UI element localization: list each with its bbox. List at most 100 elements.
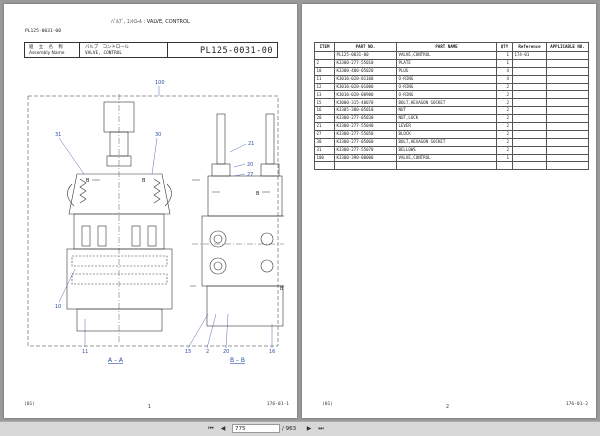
table-cell-item: 16	[314, 106, 335, 116]
total-pages: / 963	[282, 426, 297, 432]
callout-30: 30	[155, 132, 161, 138]
table-cell-item: 100	[314, 153, 335, 163]
table-cell-item: 30	[314, 137, 335, 147]
page-number-input[interactable]: 775	[232, 424, 280, 433]
table-cell-app	[546, 153, 589, 163]
table-cell-item: 11	[314, 74, 335, 84]
table-cell-qty: 2	[496, 114, 513, 124]
table-cell-part-no: K3305-300-05010	[334, 106, 397, 116]
table-cell-name: BOLT,HEXAGON SOCKET	[396, 98, 497, 108]
table-cell-part-no: K3010-020-01100	[334, 74, 397, 84]
table-cell-app	[546, 137, 589, 147]
table-cell-item: 21	[314, 122, 335, 131]
table-cell-item: 31	[314, 145, 335, 155]
part-number-heading: PL125-0031-00	[25, 29, 61, 34]
page-title: ﾊﾞﾙﾌﾞ, ｺﾝﾄﾛｰﾙ : VALVE, CONTROL	[111, 19, 190, 25]
table-cell-item: 20	[314, 114, 335, 124]
table-cell-ref: 174-01	[512, 51, 547, 60]
table-cell-qty: 2	[496, 90, 513, 100]
table-cell-app	[546, 74, 589, 84]
table-cell-name: O-RING	[396, 74, 497, 84]
table-cell-ref	[512, 98, 547, 108]
table-cell-app	[546, 58, 589, 68]
table-cell-ref	[512, 122, 547, 131]
table-cell-part-no: K3300-390-00000	[334, 153, 397, 163]
table-cell-qty: 1	[496, 58, 513, 68]
table-cell-part-no: K3300-277-55070	[334, 145, 397, 155]
table-cell-qty: 2	[496, 106, 513, 116]
table-cell-empty	[512, 161, 547, 171]
table-cell-name: BELLOWS	[396, 145, 497, 155]
table-cell-ref	[512, 74, 547, 84]
section-marker-b-right: B	[142, 178, 146, 184]
table-cell-name: VALVE,CONTROL	[396, 51, 497, 60]
page-number: 1	[148, 405, 152, 410]
table-cell-part-no: K3300-277-55050	[334, 129, 397, 139]
parts-table-header: ITEM PART NO. PART NAME QTY Reference AP…	[314, 42, 589, 52]
footer-code: 176-01-1	[266, 402, 289, 407]
table-cell-item: 10	[314, 66, 335, 76]
table-cell-app	[546, 106, 589, 116]
header-part-no: PART NO.	[334, 42, 397, 52]
callout-100: 100	[155, 80, 165, 86]
callout-27: 27	[247, 172, 253, 178]
exploded-parts-drawing: 100 31 30 21 20 27 10 11 15 2 20 16 B B …	[27, 80, 284, 364]
left-page: ﾊﾞﾙﾌﾞ, ｺﾝﾄﾛｰﾙ : VALVE, CONTROL PL125-003…	[4, 4, 297, 418]
table-cell-app	[546, 90, 589, 100]
table-cell-qty: 4	[496, 74, 513, 84]
table-cell-qty: 2	[496, 82, 513, 92]
assembly-label-jp: 組 立 名 称	[29, 45, 65, 50]
callout-20: 20	[247, 162, 253, 168]
last-page-icon[interactable]: ⏭	[318, 425, 324, 432]
table-cell-item: 12	[314, 82, 335, 92]
divider	[167, 43, 168, 57]
table-cell-part-no: K3300-400-05020	[334, 66, 397, 76]
right-page: ITEM PART NO. PART NAME QTY Reference AP…	[302, 4, 596, 418]
table-cell-qty: 4	[496, 66, 513, 76]
header-qty: QTY	[496, 42, 513, 52]
callout-20b: 20	[223, 349, 229, 355]
table-cell-ref	[512, 58, 547, 68]
table-cell-part-no: K3300-277-05060	[334, 137, 397, 147]
table-cell-name: O-RING	[396, 90, 497, 100]
callout-2: 2	[206, 349, 209, 355]
table-cell-empty	[546, 161, 589, 171]
table-cell-ref	[512, 82, 547, 92]
table-cell-ref	[512, 137, 547, 147]
table-cell-qty: 2	[496, 122, 513, 131]
table-cell-qty: 2	[496, 137, 513, 147]
table-row-blank	[314, 161, 589, 171]
section-label-bb: B – B	[230, 357, 245, 364]
callout-15: 15	[185, 349, 191, 355]
table-cell-ref	[512, 90, 547, 100]
table-cell-name: PLUG	[396, 66, 497, 76]
table-cell-app	[546, 145, 589, 155]
callout-10: 10	[55, 304, 61, 310]
table-cell-item	[314, 51, 335, 60]
table-cell-app	[546, 114, 589, 124]
divider	[79, 43, 80, 57]
callout-11: 11	[82, 349, 88, 355]
footer-code: 176-01-2	[565, 402, 588, 407]
table-cell-name: NUT,LOCK	[396, 114, 497, 124]
prev-page-icon[interactable]: ◀	[220, 425, 226, 432]
header-part-name: PART NAME	[396, 42, 497, 52]
table-cell-name: O-RING	[396, 82, 497, 92]
next-page-icon[interactable]: ▶	[306, 425, 312, 432]
table-cell-empty	[334, 161, 397, 171]
first-page-icon[interactable]: ⏮	[208, 425, 214, 432]
callout-16: 16	[269, 349, 275, 355]
table-cell-name: BOLT,HEXAGON SOCKET	[396, 137, 497, 147]
section-marker-b-left: B	[86, 178, 90, 184]
table-cell-part-no: K3300-277-55040	[334, 122, 397, 131]
section-label-aa: A – A	[108, 357, 124, 364]
table-cell-qty: 1	[496, 51, 513, 60]
table-cell-empty	[314, 161, 335, 171]
